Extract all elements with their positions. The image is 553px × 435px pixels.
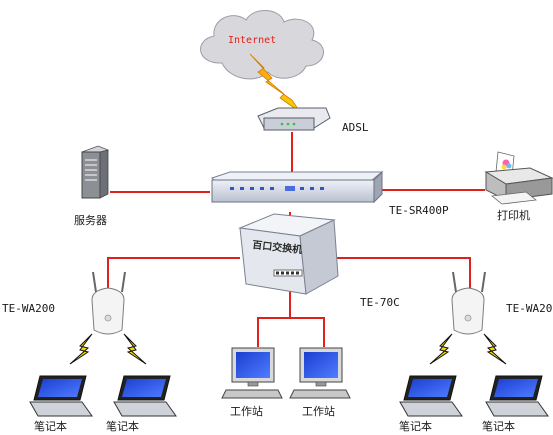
router-icon — [211, 170, 384, 204]
access-point-right-icon — [451, 271, 486, 335]
router-label: TE-SR400P — [389, 204, 449, 217]
switch-label: TE-70C — [360, 296, 400, 309]
laptop-icon — [399, 375, 463, 417]
printer-icon — [484, 151, 553, 205]
laptop-label: 笔记本 — [34, 420, 67, 433]
laptop-label: 笔记本 — [482, 420, 515, 433]
laptop-label: 笔记本 — [399, 420, 432, 433]
laptop-icon — [113, 375, 177, 417]
switch-icon: 百口交换机 — [238, 213, 339, 295]
wireless-signal-icons — [69, 333, 507, 365]
laptop-icon — [485, 375, 549, 417]
workstation-icon — [221, 347, 283, 399]
printer-label: 打印机 — [497, 209, 530, 222]
server-icon — [80, 145, 110, 199]
workstation-icon — [289, 347, 351, 399]
server-label: 服务器 — [74, 214, 107, 227]
laptop-label: 笔记本 — [106, 420, 139, 433]
workstation-label: 工作站 — [230, 405, 263, 418]
connection-lines — [107, 132, 485, 347]
adsl-modem-icon — [257, 107, 331, 131]
access-point-left-label: TE-WA200 — [2, 302, 55, 315]
adsl-label: ADSL — [342, 121, 369, 134]
lightning-bolt-icon — [249, 53, 301, 113]
laptop-icon — [29, 375, 93, 417]
access-point-right-label: TE-WA20 — [506, 302, 553, 315]
access-point-left-icon — [91, 271, 126, 335]
workstation-label: 工作站 — [302, 405, 335, 418]
internet-cloud — [200, 10, 324, 80]
internet-label: Internet — [228, 35, 277, 46]
